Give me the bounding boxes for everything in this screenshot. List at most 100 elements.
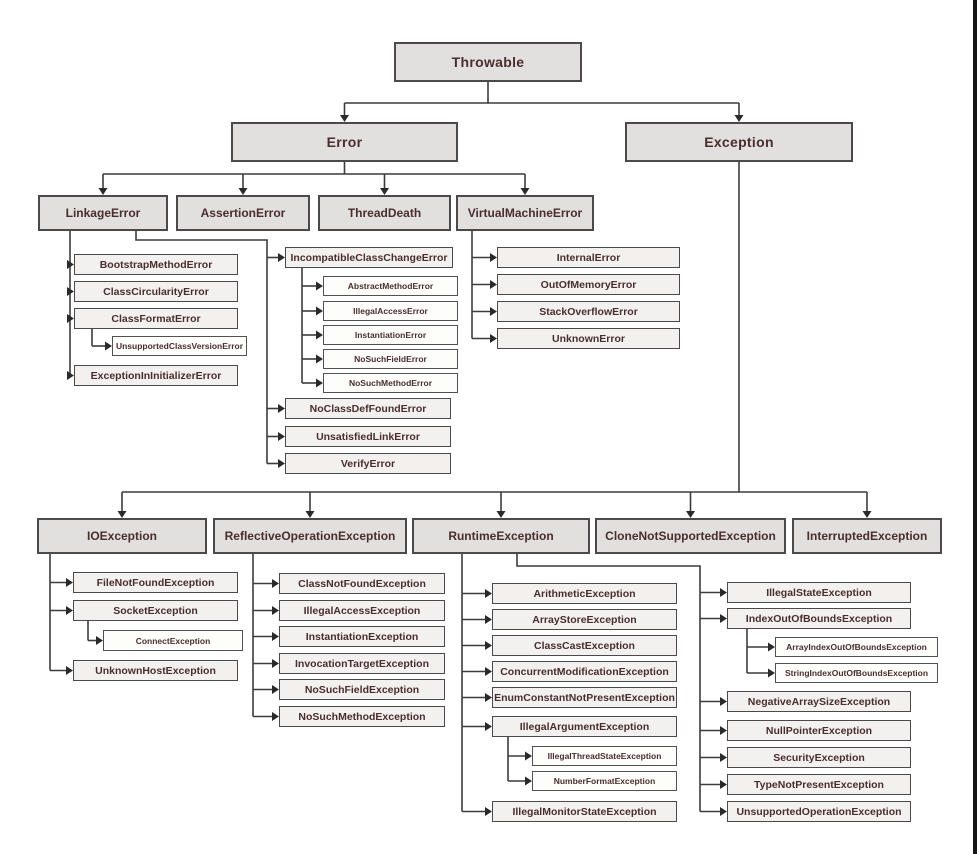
node-socket: SocketException bbox=[73, 600, 238, 621]
node-illegalaccesserr: IllegalAccessError bbox=[323, 301, 458, 321]
node-label: IndexOutOfBoundsException bbox=[745, 612, 893, 625]
node-label: NullPointerException bbox=[765, 724, 873, 737]
node-nosuchfieldexc: NoSuchFieldException bbox=[279, 679, 445, 700]
node-label: InstantiationException bbox=[305, 630, 419, 643]
node-label: Error bbox=[326, 134, 363, 150]
node-nullpointer: NullPointerException bbox=[727, 720, 911, 741]
node-label: AssertionError bbox=[200, 206, 286, 220]
node-clonenotsupported: CloneNotSupportedException bbox=[595, 518, 786, 554]
node-classformat: ClassFormatError bbox=[74, 308, 238, 329]
node-label: NegativeArraySizeException bbox=[747, 695, 891, 708]
node-ioexception: IOException bbox=[37, 518, 207, 554]
window-right-edge bbox=[973, 0, 977, 854]
node-filenotfound: FileNotFoundException bbox=[73, 572, 238, 593]
node-label: LinkageError bbox=[65, 206, 141, 220]
node-label: NoClassDefFoundError bbox=[309, 402, 427, 415]
node-unsupportedop: UnsupportedOperationException bbox=[727, 801, 911, 822]
node-reflective: ReflectiveOperationException bbox=[213, 518, 407, 554]
node-stringindexoob: StringIndexOutOfBoundsException bbox=[775, 663, 938, 683]
node-nosuchfielderr: NoSuchFieldError bbox=[323, 349, 458, 369]
node-label: IllegalThreadStateException bbox=[547, 751, 662, 761]
node-throwable: Throwable bbox=[394, 42, 582, 82]
node-label: IOException bbox=[86, 529, 157, 543]
node-label: OutOfMemoryError bbox=[540, 278, 637, 291]
node-arraystore: ArrayStoreException bbox=[492, 609, 677, 630]
node-runtime: RuntimeException bbox=[412, 518, 590, 554]
node-label: BootstrapMethodError bbox=[99, 258, 213, 271]
node-label: VirtualMachineError bbox=[467, 206, 583, 220]
node-label: UnsupportedClassVersionError bbox=[115, 341, 244, 351]
node-illegalstate: IllegalStateException bbox=[727, 582, 911, 603]
node-connect: ConnectException bbox=[103, 630, 243, 651]
node-label: EnumConstantNotPresentException bbox=[494, 691, 675, 704]
node-label: IllegalMonitorStateException bbox=[512, 805, 657, 818]
node-label: Exception bbox=[704, 134, 774, 150]
node-label: UnknownError bbox=[552, 332, 625, 345]
node-illegalthreadstate: IllegalThreadStateException bbox=[532, 746, 677, 766]
node-enumconstant: EnumConstantNotPresentException bbox=[492, 687, 677, 708]
node-invocationtarget: InvocationTargetException bbox=[279, 653, 445, 674]
node-label: ClassFormatError bbox=[111, 312, 201, 325]
node-label: StackOverflowError bbox=[539, 305, 638, 318]
node-label: SecurityException bbox=[773, 751, 865, 764]
node-label: UnsupportedOperationException bbox=[736, 805, 902, 818]
node-indexoob: IndexOutOfBoundsException bbox=[727, 608, 911, 629]
node-illegalargument: IllegalArgumentException bbox=[492, 716, 677, 737]
node-label: UnknownHostException bbox=[95, 664, 216, 677]
node-security: SecurityException bbox=[727, 747, 911, 768]
node-label: ArithmeticException bbox=[533, 587, 636, 600]
node-label: InstantiationError bbox=[354, 330, 427, 340]
node-label: NoSuchFieldError bbox=[354, 354, 427, 364]
node-oom: OutOfMemoryError bbox=[497, 274, 680, 295]
node-label: RuntimeException bbox=[448, 529, 554, 543]
node-label: NoSuchMethodException bbox=[298, 710, 426, 723]
node-nosuchmethodexc: NoSuchMethodException bbox=[279, 706, 445, 727]
node-label: IllegalAccessError bbox=[353, 306, 428, 316]
node-label: TypeNotPresentException bbox=[754, 778, 884, 791]
node-label: NoSuchMethodError bbox=[348, 378, 433, 388]
node-linkage: LinkageError bbox=[38, 195, 168, 231]
node-label: ExceptionInInitializerError bbox=[90, 369, 222, 382]
node-vme: VirtualMachineError bbox=[456, 195, 594, 231]
node-noclassdef: NoClassDefFoundError bbox=[285, 398, 451, 419]
node-excinit: ExceptionInInitializerError bbox=[74, 365, 238, 386]
node-label: IllegalArgumentException bbox=[519, 720, 650, 733]
node-label: StringIndexOutOfBoundsException bbox=[784, 668, 929, 678]
node-concurrentmod: ConcurrentModificationException bbox=[492, 661, 677, 682]
node-classcirc: ClassCircularityError bbox=[74, 281, 238, 302]
node-label: SocketException bbox=[113, 604, 198, 617]
node-bootstrap: BootstrapMethodError bbox=[74, 254, 238, 275]
node-label: CloneNotSupportedException bbox=[605, 529, 776, 543]
node-verify: VerifyError bbox=[285, 453, 451, 474]
node-label: InterruptedException bbox=[806, 529, 928, 543]
node-interrupted: InterruptedException bbox=[792, 518, 942, 554]
node-label: FileNotFoundException bbox=[96, 576, 215, 589]
node-internal: InternalError bbox=[497, 247, 680, 268]
node-instantiationexc: InstantiationException bbox=[279, 626, 445, 647]
node-label: ArrayIndexOutOfBoundsException bbox=[786, 642, 927, 652]
node-typenotpresent: TypeNotPresentException bbox=[727, 774, 911, 795]
node-label: ArrayStoreException bbox=[532, 613, 637, 626]
node-classnotfound: ClassNotFoundException bbox=[279, 573, 445, 594]
node-label: InternalError bbox=[556, 251, 621, 264]
node-label: IllegalAccessException bbox=[303, 604, 421, 617]
node-label: IllegalStateException bbox=[766, 586, 872, 599]
node-label: VerifyError bbox=[340, 457, 396, 470]
node-unsatisfied: UnsatisfiedLinkError bbox=[285, 426, 451, 447]
node-unknownhost: UnknownHostException bbox=[73, 660, 238, 681]
node-label: UnsatisfiedLinkError bbox=[316, 430, 420, 443]
node-illegalmonitorstate: IllegalMonitorStateException bbox=[492, 801, 677, 822]
node-error: Error bbox=[231, 122, 458, 162]
node-unknownerr: UnknownError bbox=[497, 328, 680, 349]
node-label: ThreadDeath bbox=[347, 206, 422, 220]
node-nosuchmethoderr: NoSuchMethodError bbox=[323, 373, 458, 393]
node-assertion: AssertionError bbox=[176, 195, 310, 231]
node-unsupportedclassversion: UnsupportedClassVersionError bbox=[112, 336, 247, 356]
node-exception: Exception bbox=[625, 122, 853, 162]
node-label: ClassCircularityError bbox=[103, 285, 209, 298]
node-arrayindexoob: ArrayIndexOutOfBoundsException bbox=[775, 637, 938, 657]
node-abstractmethod: AbstractMethodError bbox=[323, 276, 458, 296]
node-numberformat: NumberFormatException bbox=[532, 771, 677, 791]
node-label: ReflectiveOperationException bbox=[224, 529, 396, 543]
